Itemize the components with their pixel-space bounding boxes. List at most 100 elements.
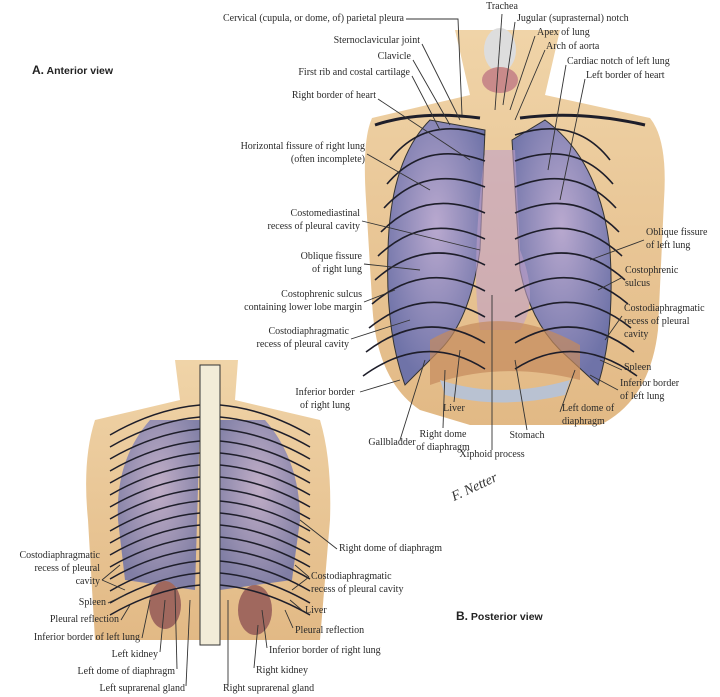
label-line: cavity <box>624 329 649 340</box>
liver-stomach <box>430 321 580 385</box>
label-line: Pleural reflection <box>295 625 365 636</box>
label-line: Oblique fissure <box>646 227 708 238</box>
rib <box>219 416 311 448</box>
posterior-label-costodiaphragmatic-recess-right: Costodiaphragmatic recess of pleural cavi… <box>311 570 403 596</box>
rib <box>109 440 201 472</box>
posterior-label-right-kidney: Right kidney <box>256 664 308 677</box>
posterior-label-liver: Liver <box>305 604 327 617</box>
clavicles <box>374 113 646 127</box>
rib <box>219 548 311 580</box>
anterior-label-stomach: Stomach <box>510 429 545 442</box>
rib <box>109 488 201 520</box>
label-line: Right border of heart <box>291 90 376 101</box>
rib <box>109 452 201 484</box>
posterior-label-right-dome-diaphragm: Right dome of diaphragm <box>339 542 442 555</box>
label-line: Costodiaphragmatic <box>311 571 392 582</box>
label-line: Costophrenic sulcus <box>281 289 362 300</box>
posterior-label-left-kidney: Left kidney <box>112 648 158 661</box>
posterior-label-inferior-border-right-lung: Inferior border of right lung <box>269 644 381 657</box>
right-kidney-shape <box>238 585 272 635</box>
heart <box>476 150 530 330</box>
thyroid-cartilage <box>484 28 516 72</box>
label-line: Right suprarenal gland <box>223 683 315 694</box>
rib <box>109 512 201 544</box>
label-line: First rib and costal cartilage <box>298 67 410 78</box>
anterior-label-liver: Liver <box>443 402 465 415</box>
rib <box>219 452 311 484</box>
anterior-label-clavicle: Clavicle <box>378 50 411 63</box>
anterior-label-right-border-heart: Right border of heart <box>292 89 376 102</box>
label-line: Jugular (suprasternal) notch <box>517 13 629 24</box>
rib <box>219 488 311 520</box>
posterior-label-left-dome-diaphragm: Left dome of diaphragm <box>78 665 175 678</box>
rib <box>109 476 201 508</box>
rib <box>109 416 201 448</box>
label-line: Liver <box>305 605 327 616</box>
anterior-label-inferior-border-right-lung: Inferior border of right lung <box>295 386 354 412</box>
rib <box>219 524 311 556</box>
anterior-label-arch-of-aorta: Arch of aorta <box>546 40 599 53</box>
label-line: Right dome <box>419 429 467 440</box>
rib <box>514 301 632 329</box>
anterior-label-oblique-fissure-left: Oblique fissure of left lung <box>646 226 707 252</box>
anterior-view-title: A. Anterior view <box>32 63 114 77</box>
rib <box>109 404 201 436</box>
label-line: of right lung <box>299 400 350 411</box>
vertebral-column <box>199 364 221 646</box>
posterior-label-inferior-border-left-lung: Inferior border of left lung <box>34 631 140 644</box>
rib <box>386 153 486 185</box>
label-line: Spleen <box>78 597 106 608</box>
rib <box>514 128 611 161</box>
posterior-left-lung <box>117 420 200 590</box>
label-line: Xiphoid process <box>459 449 525 460</box>
label-line: Left kidney <box>111 649 158 660</box>
posterior-label-pleural-reflection-right: Pleural reflection <box>295 624 364 637</box>
rib <box>389 128 486 161</box>
rib <box>109 428 201 460</box>
label-line: of right lung <box>312 264 362 275</box>
rib <box>514 202 620 233</box>
label-line: Stomach <box>509 430 545 441</box>
label-line: Liver <box>443 403 465 414</box>
rib <box>380 202 486 233</box>
label-line: Spleen <box>624 362 652 373</box>
anterior-label-trachea: Trachea <box>486 0 518 13</box>
rib <box>514 252 626 281</box>
posterior-right-lung <box>218 420 300 590</box>
label-line: cavity <box>75 576 100 587</box>
label-line: Oblique fissure <box>300 251 362 262</box>
posterior-view-title: B. Posterior view <box>456 609 543 623</box>
label-line: of left lung <box>646 240 691 251</box>
label-line: Cervical (cupula, or dome, of) parietal … <box>222 13 404 24</box>
label-line: recess of pleural cavity <box>311 584 404 595</box>
rib <box>365 326 486 353</box>
label-line: Gallbladder <box>368 437 416 448</box>
rib <box>219 584 311 616</box>
anterior-label-gallbladder: Gallbladder <box>368 436 415 449</box>
label-line: Inferior border <box>295 387 355 398</box>
anterior-label-cervical-parietal-pleura: Cervical (cupula, or dome, of) parietal … <box>223 12 404 25</box>
rib <box>514 227 623 257</box>
rib <box>219 464 311 496</box>
label-line: Clavicle <box>377 51 411 62</box>
rib <box>219 536 311 568</box>
anterior-label-horizontal-fissure: Horizontal fissure of right lung(often i… <box>241 140 365 166</box>
anterior-label-first-rib: First rib and costal cartilage <box>298 66 410 79</box>
label-line: Horizontal fissure of right lung <box>240 141 365 152</box>
label-line: Left border of heart <box>586 70 665 81</box>
rib <box>383 177 486 209</box>
rib <box>514 350 638 377</box>
anterior-label-sternoclavicular-joint: Sternoclavicular joint <box>334 34 420 47</box>
label-line: Arch of aorta <box>546 41 600 52</box>
anterior-torso <box>362 28 665 425</box>
label-line: recess of pleural <box>34 563 100 574</box>
leader-lines <box>101 13 645 687</box>
label-line: Sternoclavicular joint <box>333 35 420 46</box>
rib <box>109 536 201 568</box>
